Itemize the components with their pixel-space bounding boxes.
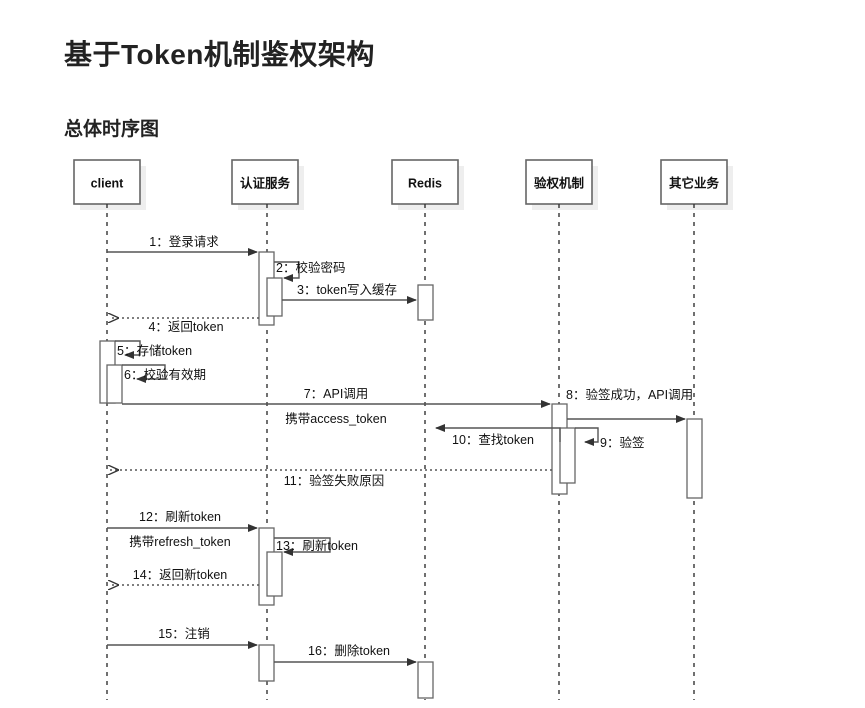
message-labels: 1：登录请求 2：校验密码 3：token写入缓存 4：返回token 5：存储… bbox=[117, 234, 693, 658]
participant-label-verify: 验权机制 bbox=[534, 175, 584, 190]
activation-bars bbox=[99, 251, 703, 699]
message-label-7b: 携带access_token bbox=[285, 411, 386, 426]
box-redis bbox=[391, 159, 459, 205]
message-label-1: 1：登录请求 bbox=[149, 234, 219, 249]
message-arrow-13 bbox=[274, 537, 331, 556]
participant-label-other: 其它业务 bbox=[669, 175, 720, 190]
box-verify bbox=[525, 159, 593, 205]
activation-client-validate bbox=[106, 364, 123, 404]
box-other bbox=[660, 159, 728, 205]
message-arrow-5 bbox=[115, 340, 141, 359]
lifelines bbox=[106, 204, 695, 700]
section-title: 总体时序图 bbox=[64, 118, 160, 140]
message-label-10: 10：查找token bbox=[452, 433, 534, 447]
participant-auth[interactable]: 认证服务 bbox=[231, 159, 304, 210]
message-label-12: 12：刷新token bbox=[139, 509, 221, 524]
message-label-16: 16：删除token bbox=[308, 643, 390, 658]
participant-label-redis: Redis bbox=[408, 176, 442, 190]
participant-other[interactable]: 其它业务 bbox=[660, 159, 733, 210]
message-label-13: 13：刷新token bbox=[276, 538, 358, 553]
message-label-12b: 携带refresh_token bbox=[129, 534, 230, 549]
activation-redis-write bbox=[417, 284, 434, 321]
participant-label-client: client bbox=[91, 176, 124, 190]
message-label-7: 7：API调用 bbox=[304, 387, 369, 401]
participant-redis[interactable]: Redis bbox=[391, 159, 464, 210]
activation-verify-nested bbox=[559, 427, 576, 484]
message-label-11: 11：验签失败原因 bbox=[284, 473, 384, 488]
activation-auth-logout bbox=[258, 644, 275, 682]
activation-other bbox=[686, 418, 703, 499]
activation-redis-delete bbox=[417, 661, 434, 699]
activation-auth-login-nested bbox=[266, 277, 283, 317]
message-label-15: 15：注销 bbox=[158, 626, 209, 641]
message-label-3: 3：token写入缓存 bbox=[297, 283, 397, 297]
message-label-4: 4：返回token bbox=[148, 320, 223, 334]
message-arrows bbox=[107, 248, 686, 666]
box-client bbox=[73, 159, 141, 205]
activation-auth-refresh-nested bbox=[266, 551, 283, 597]
message-arrow-10 bbox=[435, 424, 561, 442]
message-arrow-9 bbox=[575, 427, 599, 446]
message-label-8: 8：验签成功，API调用 bbox=[566, 387, 693, 402]
box-auth bbox=[231, 159, 299, 205]
participant-boxes: client 认证服务 Redis 验权机制 其它业务 bbox=[73, 159, 733, 210]
participant-verify[interactable]: 验权机制 bbox=[525, 159, 598, 210]
message-label-2: 2：校验密码 bbox=[276, 260, 345, 275]
message-label-6: 6：校验有效期 bbox=[124, 367, 206, 382]
participant-label-auth: 认证服务 bbox=[240, 175, 291, 190]
message-arrow-6 bbox=[122, 364, 166, 383]
message-label-5: 5：存储token bbox=[117, 343, 192, 358]
message-label-9: 9：验签 bbox=[600, 435, 645, 450]
participant-client[interactable]: client bbox=[73, 159, 146, 210]
message-arrow-2 bbox=[274, 261, 300, 282]
message-label-14: 14：返回新token bbox=[133, 567, 228, 582]
page-title: 基于Token机制鉴权架构 bbox=[64, 38, 375, 70]
